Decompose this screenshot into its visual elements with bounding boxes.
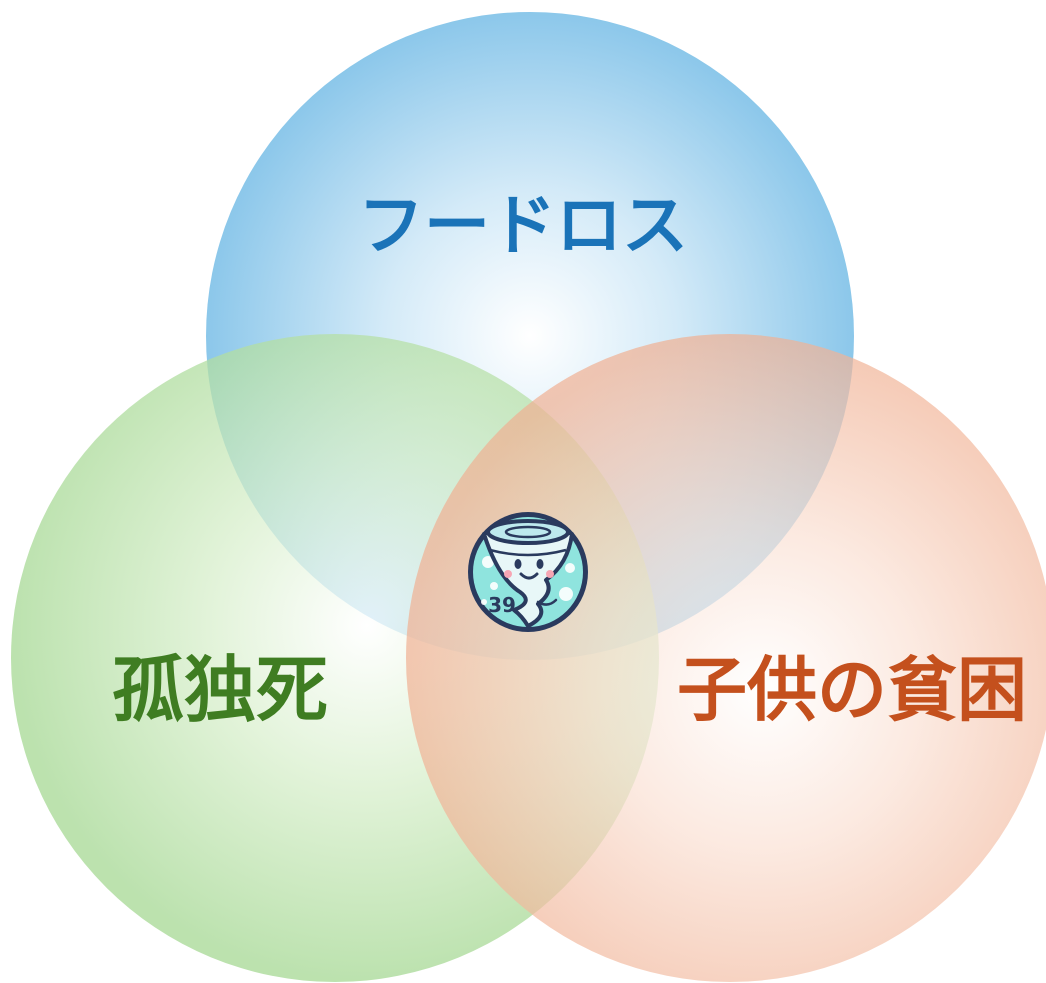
venn-circle-right [406, 334, 1046, 982]
label-child-poverty: 子供の貧困 [677, 649, 1027, 731]
tornado-mascot-icon: 39 [468, 512, 588, 632]
label-solitary-death: 孤独死 [111, 648, 329, 732]
label-food-loss: フードロス [358, 187, 688, 264]
badge-number: 39 [488, 593, 516, 617]
